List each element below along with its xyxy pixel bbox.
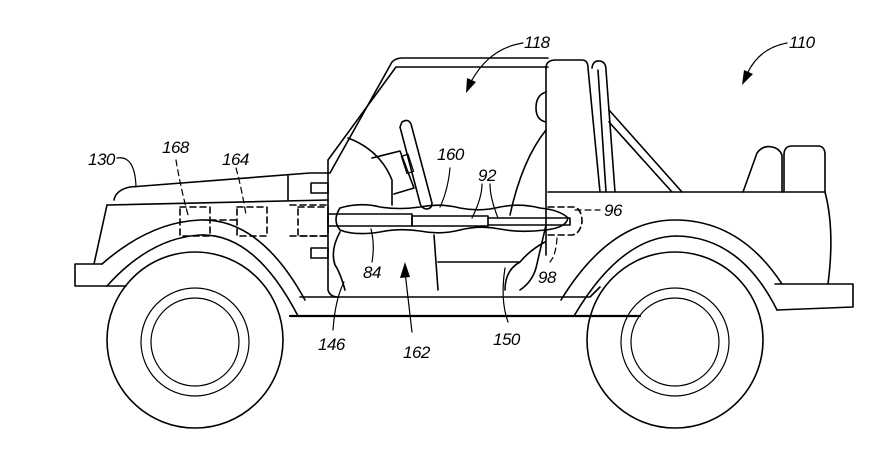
label-168: 168	[162, 138, 190, 157]
rear-tire	[586, 251, 764, 429]
label-92: 92	[478, 166, 497, 185]
front-fender-inner	[106, 234, 299, 317]
roll-cage	[509, 59, 826, 216]
rear-wheel-group	[560, 219, 783, 429]
rear-bumper	[774, 283, 854, 311]
rear-rim-outer	[620, 287, 730, 397]
board-segment-3	[487, 217, 571, 226]
arrow-162-icon	[400, 262, 410, 278]
front-rim-outer	[140, 287, 250, 397]
steering-wheel	[399, 119, 433, 210]
label-162: 162	[403, 343, 431, 362]
hidden-rail-upper	[547, 206, 583, 236]
cabin-front-pillar	[327, 184, 339, 298]
label-110: 110	[789, 33, 816, 52]
roll-bar-post	[591, 60, 616, 193]
hinge-lower	[310, 247, 329, 259]
front-rim-inner	[150, 297, 240, 387]
label-150: 150	[493, 330, 521, 349]
rear-fender-outer	[560, 219, 783, 301]
front-seat-back	[509, 91, 547, 216]
front-fascia	[74, 204, 127, 287]
leader-92	[471, 183, 499, 219]
front-tire	[106, 251, 284, 429]
rear-seat-1	[742, 145, 783, 193]
label-130: 130	[88, 150, 116, 169]
leader-lines	[116, 42, 788, 333]
leader-146	[332, 281, 345, 331]
label-146: 146	[318, 335, 346, 354]
leader-160	[439, 167, 451, 208]
board-segment-1	[327, 213, 413, 227]
leader-118	[471, 42, 524, 81]
hood-crease	[106, 199, 329, 206]
rocker-panel	[299, 286, 601, 298]
reference-numerals: 110 118 130 168 164 160 92 96 98 84 146 …	[88, 33, 816, 362]
hood-outline	[113, 57, 549, 201]
hinge-upper	[310, 182, 329, 194]
rear-body-top	[547, 191, 832, 285]
arrow-110-icon	[742, 70, 753, 85]
leader-164	[235, 167, 247, 216]
leader-84	[370, 228, 374, 263]
label-98: 98	[538, 268, 557, 287]
board-segment-2	[411, 215, 489, 227]
door-rear-curve	[519, 224, 547, 291]
windshield-inner	[327, 66, 549, 186]
leader-130	[116, 157, 137, 188]
arrow-118-icon	[466, 78, 476, 93]
column-detail	[400, 153, 415, 175]
hidden-box-164	[236, 206, 268, 237]
rear-seat-2	[783, 145, 826, 193]
label-160: 160	[437, 145, 465, 164]
steering-assembly	[347, 119, 433, 210]
leader-150	[502, 267, 509, 323]
steering-column	[371, 150, 415, 195]
leader-98	[549, 237, 558, 263]
leader-162	[404, 271, 413, 333]
leader-110	[747, 42, 788, 73]
front-fender-outer	[101, 219, 306, 301]
leader-168	[175, 159, 189, 216]
front-wheel-group	[101, 219, 306, 429]
seat-back-panel	[545, 59, 601, 193]
vehicle-body	[74, 57, 854, 318]
label-84: 84	[363, 263, 381, 282]
hidden-box-front	[297, 206, 329, 237]
roll-bar-brace	[608, 109, 683, 193]
label-164: 164	[222, 150, 249, 169]
lower-trim-outline	[332, 231, 546, 291]
label-118: 118	[524, 33, 551, 52]
dashboard	[347, 137, 393, 206]
label-96: 96	[604, 201, 623, 220]
rear-fender-inner	[573, 235, 778, 317]
rear-rim-inner	[630, 297, 720, 387]
door-assembly	[179, 203, 583, 291]
cushion-outline	[335, 203, 569, 235]
